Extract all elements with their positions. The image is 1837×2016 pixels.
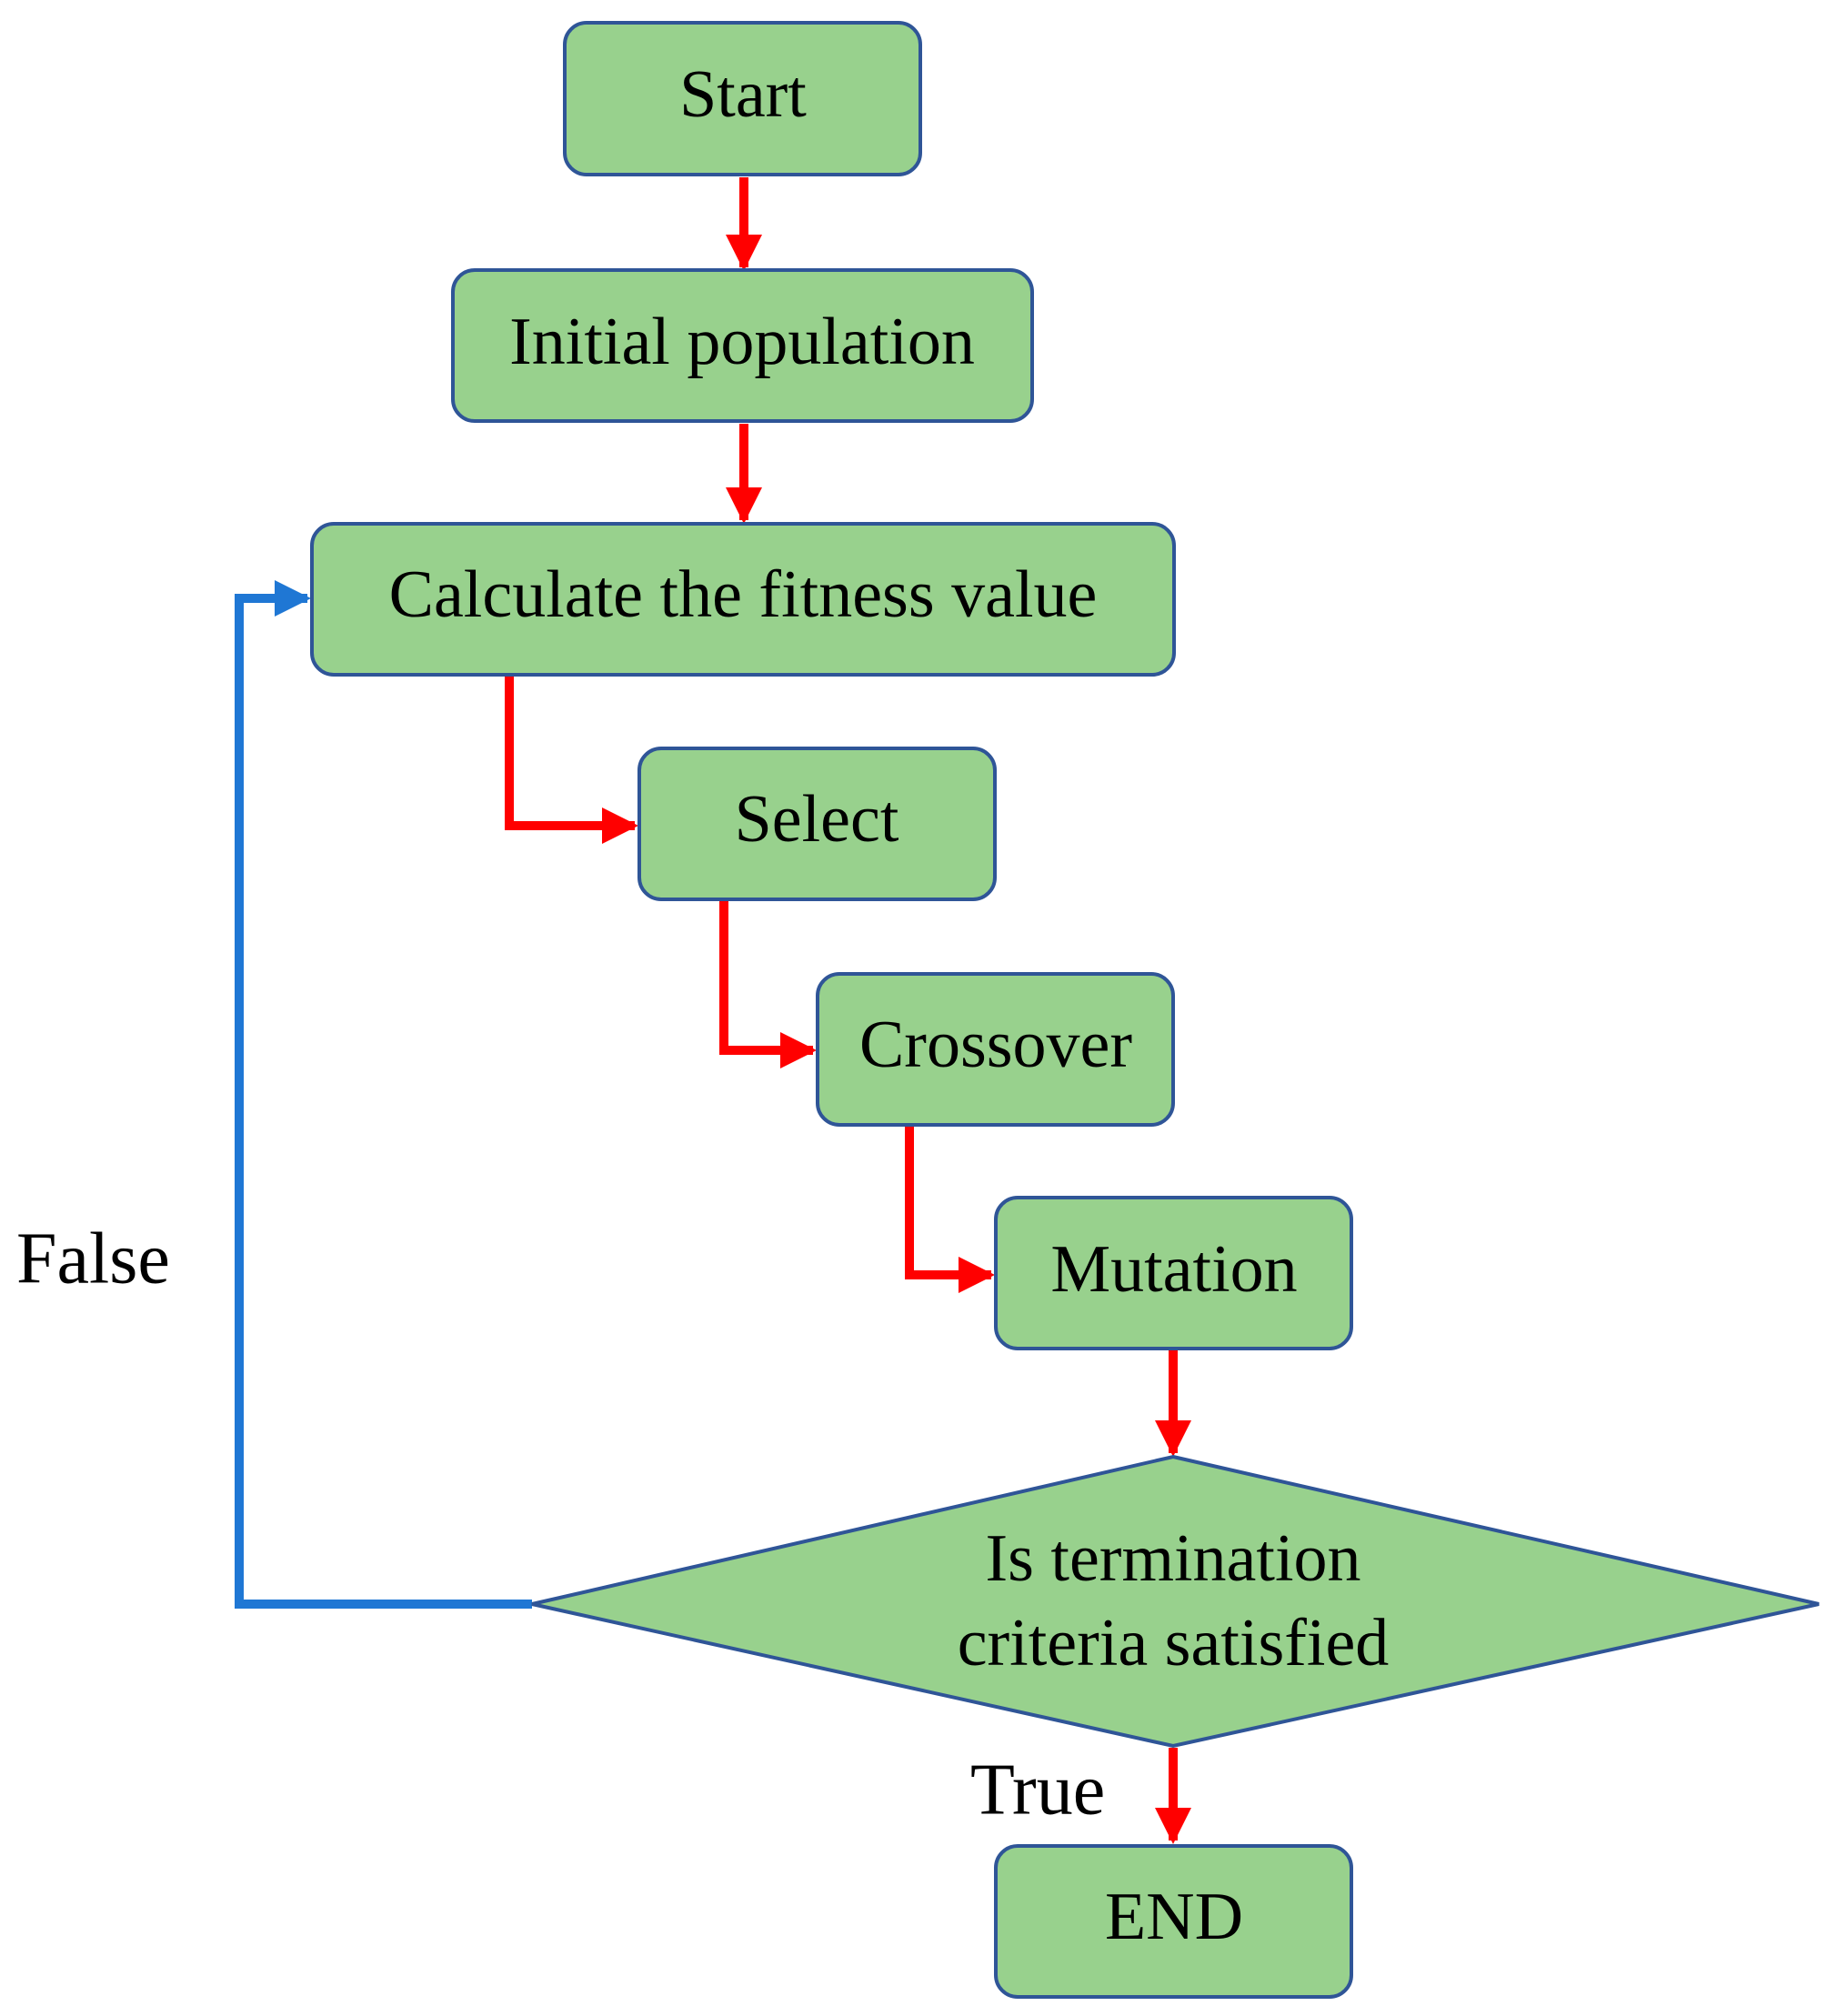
decision-label-line2: criteria satisfied — [958, 1606, 1390, 1680]
start-node: Start — [563, 21, 922, 176]
decision-label-line1: Is termination — [985, 1521, 1360, 1596]
crossover-label: Crossover — [859, 1008, 1132, 1082]
fitness-node: Calculate the fitness value — [310, 522, 1176, 677]
select-node: Select — [637, 747, 997, 901]
initial-population-label: Initial population — [509, 305, 975, 379]
false-label: False — [16, 1219, 170, 1299]
initial-population-node: Initial population — [451, 268, 1034, 423]
arrow-select-to-crossover — [719, 900, 817, 1068]
true-label: True — [970, 1750, 1105, 1830]
crossover-node: Crossover — [816, 972, 1175, 1127]
end-label: END — [1105, 1880, 1243, 1954]
mutation-label: Mutation — [1050, 1232, 1297, 1307]
termination-decision: Is termination criteria satisfied — [531, 1454, 1820, 1749]
arrow-fitness-to-select — [505, 675, 638, 844]
end-node: END — [994, 1844, 1353, 1999]
arrow-crossover-to-mutation — [905, 1126, 995, 1293]
mutation-node: Mutation — [994, 1196, 1353, 1350]
select-label: Select — [735, 782, 899, 857]
arrow-false-loop — [235, 580, 532, 1609]
fitness-label: Calculate the fitness value — [389, 557, 1098, 632]
start-label: Start — [679, 57, 807, 132]
